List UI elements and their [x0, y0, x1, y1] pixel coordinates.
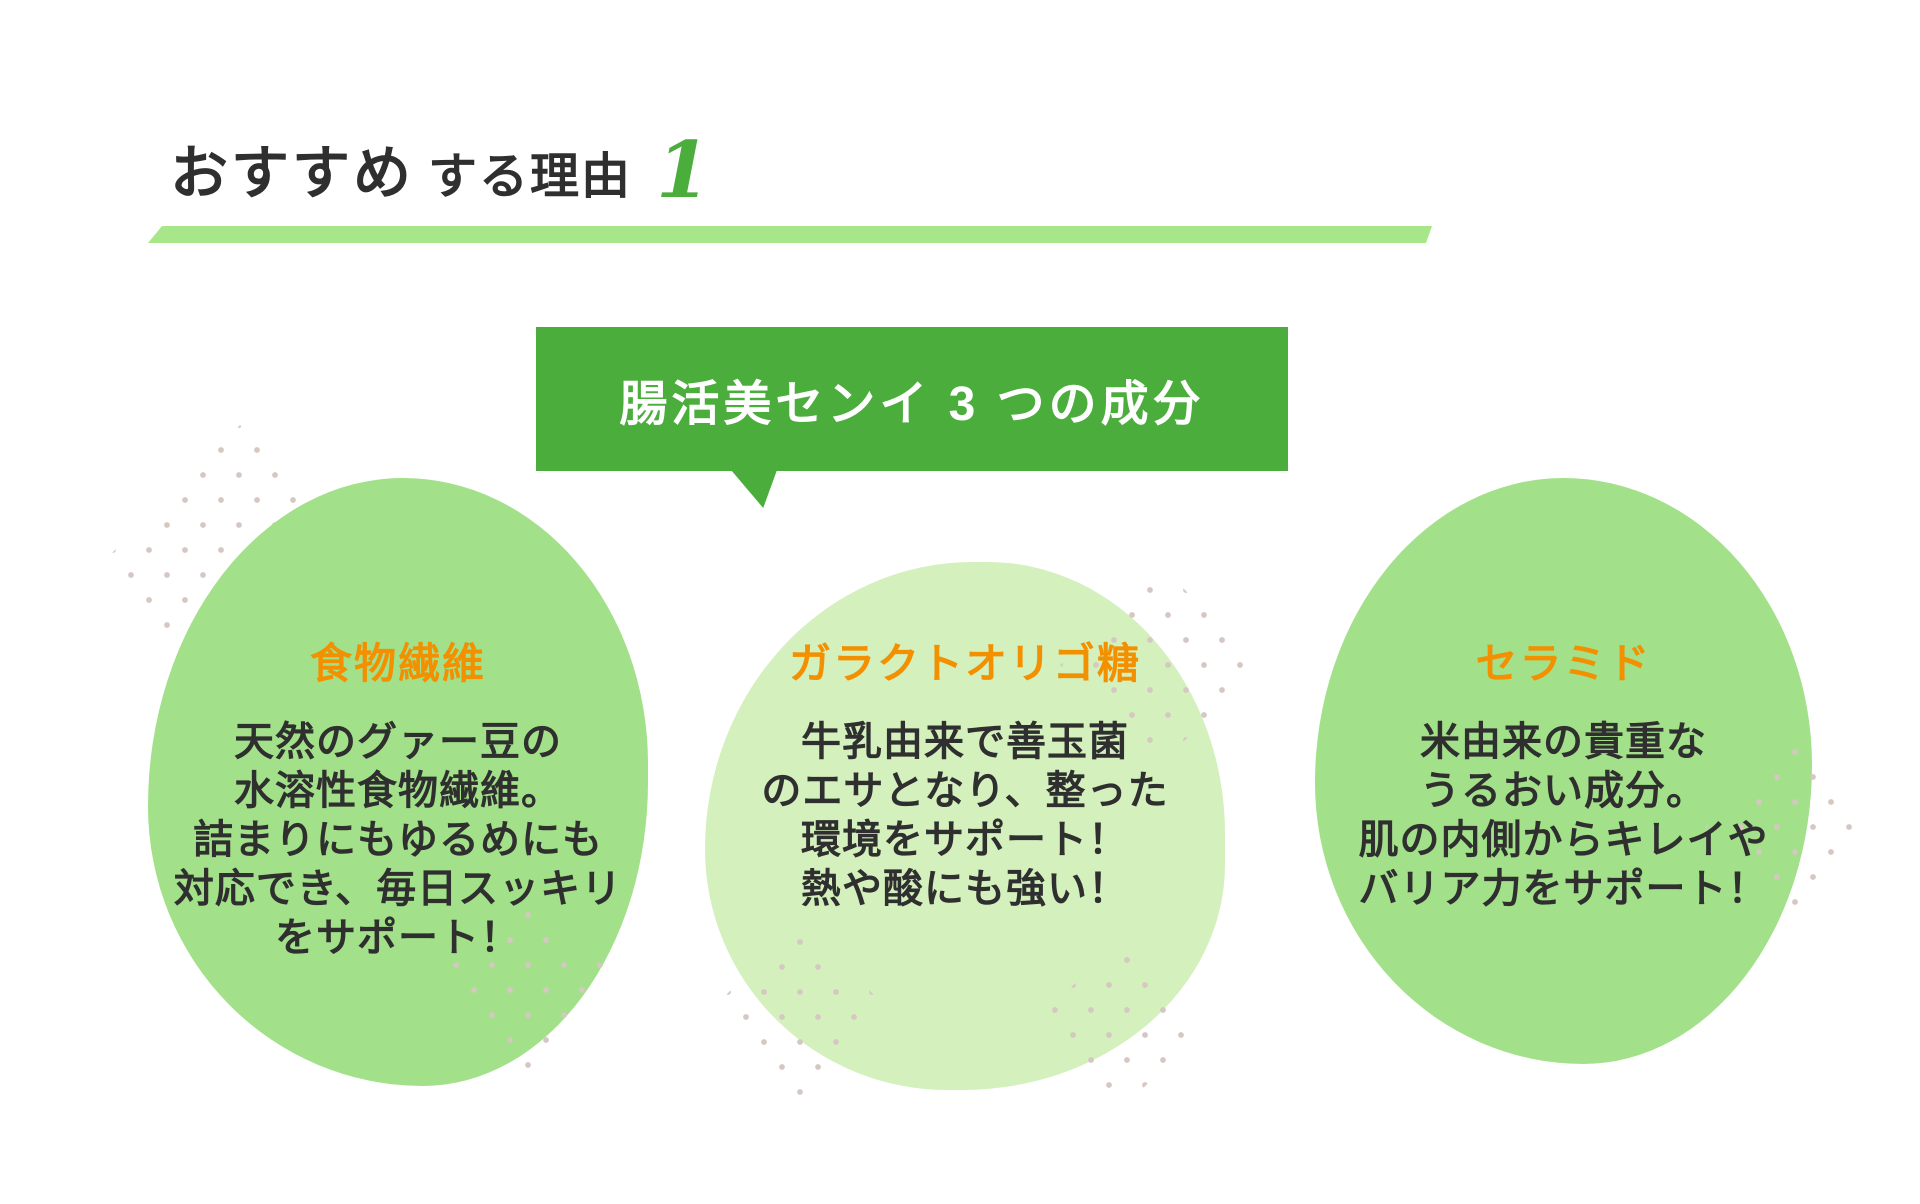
ingredients-banner: 腸活美センイ 3 つの成分: [536, 327, 1288, 471]
header-title-main: おすすめ: [170, 141, 415, 206]
ingredient-title: ガラクトオリゴ糖: [788, 640, 1141, 687]
header-title-sub: する理由: [428, 150, 633, 204]
ingredients-banner-label: 腸活美センイ 3 つの成分: [619, 378, 1205, 431]
ingredient-line: 熱や酸にも強い！: [801, 867, 1129, 912]
ingredient-card-ceramide: セラミド 米由来の貴重な うるおい成分。 肌の内側からキレイや バリア力をサポー…: [1315, 640, 1812, 914]
header-underline-bar: [148, 226, 1432, 243]
ingredient-line: 水溶性食物繊維。: [234, 769, 562, 814]
ingredient-line: 米由来の貴重な: [1420, 720, 1707, 765]
ingredient-line: 詰まりにもゆるめにも: [193, 818, 603, 863]
ingredient-line: 環境をサポート！: [801, 818, 1129, 863]
ingredient-line: 肌の内側からキレイや: [1358, 818, 1769, 863]
ingredient-card-oligosaccharide: ガラクトオリゴ糖 牛乳由来で善玉菌 のエサとなり、整った 環境をサポート！ 熱や…: [705, 640, 1225, 914]
header-reason-number: 1: [656, 125, 711, 216]
ingredient-line: バリア力をサポート！: [1358, 867, 1769, 912]
ingredient-line: うるおい成分。: [1420, 769, 1707, 814]
ingredient-line: 対応でき、毎日スッキリ: [173, 867, 623, 912]
ingredient-line: 牛乳由来で善玉菌: [801, 720, 1129, 765]
ingredient-title: セラミド: [1475, 640, 1652, 687]
ingredient-card-fiber: 食物繊維 天然のグァー豆の 水溶性食物繊維。 詰まりにもゆるめにも 対応でき、毎…: [148, 640, 648, 963]
ingredient-blob-ceramide: [1315, 478, 1812, 1064]
ingredient-line: 天然のグァー豆の: [234, 720, 562, 765]
ingredient-title: 食物繊維: [309, 640, 486, 687]
ingredient-line: のエサとなり、整った: [761, 769, 1169, 814]
ingredient-line: をサポート！: [275, 916, 521, 961]
banner-pointer-triangle: [731, 470, 777, 508]
section-header: おすすめ する理由 1: [170, 126, 710, 210]
